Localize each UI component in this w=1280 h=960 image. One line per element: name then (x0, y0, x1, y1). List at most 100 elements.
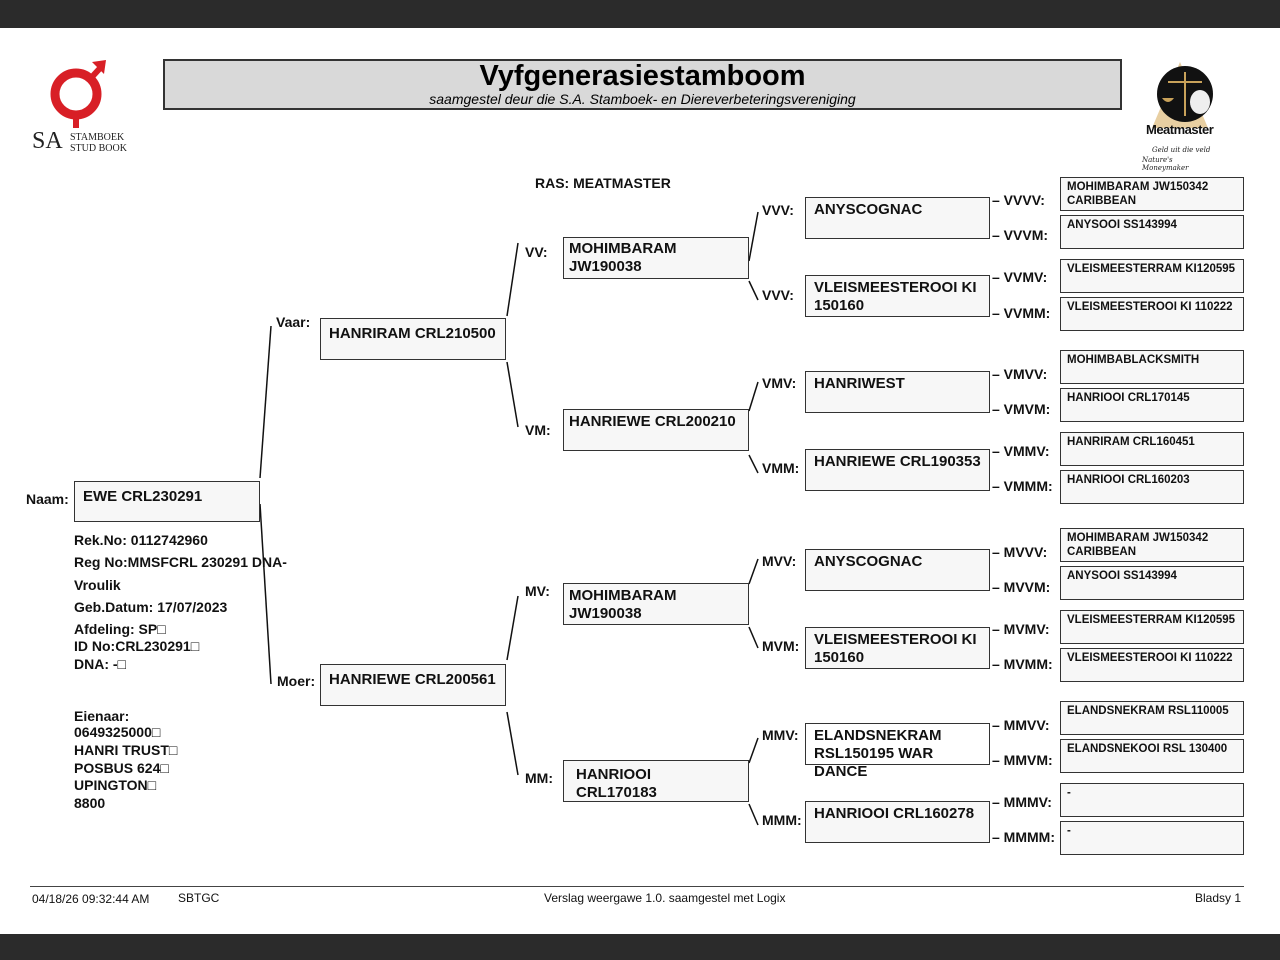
moer-label: Moer: (277, 673, 316, 689)
logo-stamboek: STAMBOEK (70, 132, 125, 143)
breed-label: RAS: MEATMASTER (535, 175, 671, 191)
vmmv-name: HANRIRAM CRL160451 (1067, 436, 1195, 448)
sa-studbook-logo: SA STAMBOEK STUD BOOK (30, 58, 140, 158)
afdeling: Afdeling: SP□ (74, 621, 166, 637)
vvv-box[interactable]: ANYSCOGNAC (805, 197, 990, 239)
vmmm-box[interactable]: HANRIOOI CRL160203 (1060, 470, 1244, 504)
owner-label: Eienaar: (74, 708, 130, 724)
vvmv-box[interactable]: VLEISMEESTERRAM KI120595 (1060, 259, 1244, 293)
mvvm-label: – MVVM: (992, 579, 1051, 595)
meatmaster-logo: Meatmaster Geld uit die veld Nature's Mo… (1140, 58, 1220, 172)
subject-animal-box[interactable]: EWE CRL230291 (74, 481, 260, 522)
vvvv-label: – VVVV: (992, 192, 1045, 208)
vvm-box[interactable]: VLEISMEESTEROOI KI 150160 (805, 275, 990, 317)
vvv-name: ANYSCOGNAC (814, 201, 923, 218)
vmm-label: VMM: (762, 460, 800, 476)
vmm-box[interactable]: HANRIEWE CRL190353 (805, 449, 990, 491)
mvmm-name: VLEISMEESTEROOI KI 110222 (1067, 652, 1233, 664)
mvmv-box[interactable]: VLEISMEESTERRAM KI120595 (1060, 610, 1244, 644)
vvm-label: VVV: (762, 287, 794, 303)
footer-page: Bladsy 1 (1195, 891, 1242, 905)
mmv-label: MMV: (762, 727, 799, 743)
page-title: Vyfgenerasiestamboom (479, 60, 806, 92)
vmmv-label: – VMMV: (992, 443, 1050, 459)
naam-label: Naam: (26, 491, 69, 507)
mvm-box[interactable]: VLEISMEESTEROOI KI 150160 (805, 627, 990, 669)
logo-brand: Meatmaster (1146, 122, 1214, 137)
vm-name: HANRIEWE CRL200210 (569, 413, 736, 430)
mmmv-name: - (1067, 787, 1071, 799)
mv-box[interactable]: MOHIMBARAM JW190038 (563, 583, 749, 625)
mmm-name: HANRIOOI CRL160278 (814, 805, 975, 822)
mvvv-name: MOHIMBARAM JW150342 CARIBBEAN (1067, 532, 1209, 558)
vvmm-box[interactable]: VLEISMEESTEROOI KI 110222 (1060, 297, 1244, 331)
owner-address-2: UPINGTON□ (74, 777, 157, 793)
mmmv-box[interactable]: - (1060, 783, 1244, 817)
title-banner: Vyfgenerasiestamboom saamgestel deur die… (163, 59, 1122, 110)
mvmm-box[interactable]: VLEISMEESTEROOI KI 110222 (1060, 648, 1244, 682)
vmv-box[interactable]: HANRIWEST (805, 371, 990, 413)
mvv-name: ANYSCOGNAC (814, 553, 923, 570)
mmm-label: MMM: (762, 812, 802, 828)
page-subtitle: saamgestel deur die S.A. Stamboek- en Di… (429, 91, 856, 107)
mv-label: MV: (525, 583, 550, 599)
mmv-name: ELANDSNEKRAM RSL150195 WAR DANCE (814, 727, 942, 780)
pedigree-connectors (259, 211, 759, 826)
mmvm-box[interactable]: ELANDSNEKOOI RSL 130400 (1060, 739, 1244, 773)
sire-box[interactable]: HANRIRAM CRL210500 (320, 318, 506, 360)
vvvv-box[interactable]: MOHIMBARAM JW150342 CARIBBEAN (1060, 177, 1244, 211)
vmvm-name: HANRIOOI CRL170145 (1067, 392, 1190, 404)
vaar-label: Vaar: (276, 314, 311, 330)
vmvm-box[interactable]: HANRIOOI CRL170145 (1060, 388, 1244, 422)
vvvm-label: – VVVM: (992, 227, 1049, 243)
reg-no: Reg No:MMSFCRL 230291 DNA- (74, 554, 287, 570)
mmmm-box[interactable]: - (1060, 821, 1244, 855)
mm-box[interactable]: HANRIOOI CRL170183 (563, 760, 749, 802)
vmv-label: VMV: (762, 375, 797, 391)
vvmm-name: VLEISMEESTEROOI KI 110222 (1067, 301, 1233, 313)
vmmv-box[interactable]: HANRIRAM CRL160451 (1060, 432, 1244, 466)
mmmm-name: - (1067, 825, 1071, 837)
vvvm-box[interactable]: ANYSOOI SS143994 (1060, 215, 1244, 249)
rek-no: Rek.No: 0112742960 (74, 532, 208, 548)
owner-name: HANRI TRUST□ (74, 742, 178, 758)
mvvv-box[interactable]: MOHIMBARAM JW150342 CARIBBEAN (1060, 528, 1244, 562)
vmmm-label: – VMMM: (992, 478, 1053, 494)
logo-tagline-2: Nature's Moneymaker (1142, 156, 1189, 172)
vmvv-name: MOHIMBABLACKSMITH (1067, 354, 1200, 366)
dam-box[interactable]: HANRIEWE CRL200561 (320, 664, 506, 706)
vv-name: MOHIMBARAM JW190038 (569, 240, 677, 275)
sire-name: HANRIRAM CRL210500 (329, 325, 496, 342)
mvm-name: VLEISMEESTEROOI KI 150160 (814, 631, 977, 666)
vmvm-label: – VMVM: (992, 401, 1051, 417)
mvvv-label: – MVVV: (992, 544, 1048, 560)
vmvv-label: – VMVV: (992, 366, 1048, 382)
vvvv-name: MOHIMBARAM JW150342 CARIBBEAN (1067, 181, 1209, 207)
mvvm-box[interactable]: ANYSOOI SS143994 (1060, 566, 1244, 600)
logo-studbook: STUD BOOK (70, 143, 127, 154)
vvmv-name: VLEISMEESTERRAM KI120595 (1067, 263, 1236, 275)
dna: DNA: -□ (74, 656, 127, 672)
vv-box[interactable]: MOHIMBARAM JW190038 (563, 237, 749, 279)
vm-box[interactable]: HANRIEWE CRL200210 (563, 409, 749, 451)
owner-address-1: POSBUS 624□ (74, 760, 169, 776)
logo-tagline-1: Geld uit die veld (1152, 146, 1211, 154)
owner-postcode: 8800 (74, 795, 106, 811)
mmv-box[interactable]: ELANDSNEKRAM RSL150195 WAR DANCE (805, 723, 990, 780)
studbook-symbol-icon (50, 60, 106, 128)
vmmm-name: HANRIOOI CRL160203 (1067, 474, 1190, 486)
mvv-box[interactable]: ANYSCOGNAC (805, 549, 990, 591)
vmvv-box[interactable]: MOHIMBABLACKSMITH (1060, 350, 1244, 384)
birth-date: Geb.Datum: 17/07/2023 (74, 599, 228, 615)
mmvv-box[interactable]: ELANDSNEKRAM RSL110005 (1060, 701, 1244, 735)
vvmv-label: – VVMV: (992, 269, 1048, 285)
vmm-name: HANRIEWE CRL190353 (814, 453, 981, 470)
footer-timestamp: 04/18/26 09:32:44 AM (32, 892, 150, 906)
mvmv-name: VLEISMEESTERRAM KI120595 (1067, 614, 1236, 626)
vvmm-label: – VVMM: (992, 305, 1051, 321)
mmvv-label: – MMVV: (992, 717, 1050, 733)
dam-name: HANRIEWE CRL200561 (329, 671, 496, 688)
pedigree-page: SA STAMBOEK STUD BOOK Vyfgenerasiestambo… (0, 28, 1280, 934)
mmm-box[interactable]: HANRIOOI CRL160278 (805, 801, 990, 843)
vvm-name: VLEISMEESTEROOI KI 150160 (814, 279, 977, 314)
